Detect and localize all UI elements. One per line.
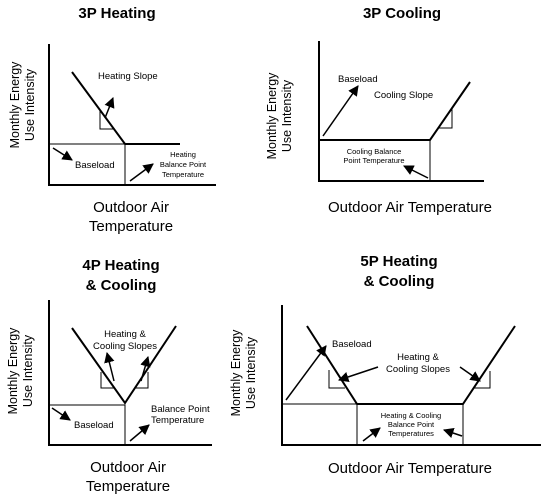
x-axis-label: Outdoor Air Temperature bbox=[328, 460, 492, 477]
baseload-box bbox=[318, 140, 431, 182]
heating-slope-label: Heating Slope bbox=[98, 71, 158, 82]
cooling-slope-triangle bbox=[135, 372, 149, 389]
panel-3p-heating: 3P Heating Monthly Energy Use Intensity … bbox=[8, 5, 216, 235]
slope-triangle bbox=[99, 111, 114, 130]
x-axis-label-line2: Temperature bbox=[89, 218, 173, 235]
y-axis-label-line2: Use Intensity bbox=[244, 336, 258, 409]
heating-slope-arrow bbox=[104, 351, 115, 382]
cooling-slope-triangle bbox=[474, 371, 491, 389]
slopes-label-line1: Heating & bbox=[104, 329, 146, 340]
x-axis-label-line2: Temperature bbox=[86, 478, 170, 495]
heating-slope-triangle bbox=[100, 372, 115, 389]
heating-balance-arrow bbox=[362, 427, 381, 442]
slope-arrow bbox=[104, 97, 115, 119]
y-axis-label-line1: Monthly Energy bbox=[229, 329, 243, 417]
balance-label-line1: Heating & Cooling bbox=[381, 411, 441, 420]
cooling-slope-arrow bbox=[140, 355, 151, 382]
panel-title-line2: & Cooling bbox=[86, 277, 157, 294]
balance-label-line2: Balance Point bbox=[388, 420, 435, 429]
balance-label-line2: Balance Point bbox=[160, 160, 207, 169]
x-axis-label-line1: Outdoor Air bbox=[90, 459, 166, 476]
baseload-arrow bbox=[285, 345, 327, 401]
balance-point-arrow bbox=[129, 424, 150, 442]
balance-label-line1: Cooling Balance bbox=[347, 147, 402, 156]
y-axis-label-line1: Monthly Energy bbox=[8, 61, 22, 149]
baseload-box bbox=[282, 403, 358, 445]
panel-title-line1: 5P Heating bbox=[360, 253, 437, 270]
slopes-label-line2: Cooling Slopes bbox=[93, 341, 157, 352]
heating-slope-triangle bbox=[328, 370, 345, 389]
model-line bbox=[71, 71, 180, 145]
x-axis-label: Outdoor Air Temperature bbox=[328, 199, 492, 216]
x-axis-label-line1: Outdoor Air bbox=[93, 199, 169, 216]
model-line bbox=[306, 325, 516, 405]
y-axis-label-line1: Monthly Energy bbox=[265, 72, 279, 160]
panel-4p-heating-cooling: 4P Heating & Cooling Monthly Energy Use … bbox=[6, 257, 212, 495]
panel-3p-cooling: 3P Cooling Monthly Energy Use Intensity … bbox=[265, 5, 492, 216]
balance-label-line1: Balance Point bbox=[151, 404, 210, 415]
panel-title: 3P Cooling bbox=[363, 5, 441, 22]
heating-slope-arrow bbox=[338, 366, 379, 382]
y-axis-label-line1: Monthly Energy bbox=[6, 327, 20, 415]
y-axis-label-line2: Use Intensity bbox=[23, 68, 37, 141]
baseload-box bbox=[49, 404, 126, 445]
slopes-label-line2: Cooling Slopes bbox=[386, 364, 450, 375]
baseload-box bbox=[49, 143, 126, 185]
cooling-slope-label: Cooling Slope bbox=[374, 90, 433, 101]
panel-title-line2: & Cooling bbox=[364, 273, 435, 290]
y-axis-label-line2: Use Intensity bbox=[280, 79, 294, 152]
baseload-label: Baseload bbox=[332, 339, 372, 350]
baseload-arrow bbox=[52, 147, 73, 161]
balance-label-line2: Temperature bbox=[151, 415, 204, 426]
model-line bbox=[71, 325, 177, 405]
baseload-arrow bbox=[51, 407, 71, 421]
cooling-slope-arrow bbox=[459, 366, 481, 382]
cooling-balance-arrow bbox=[443, 428, 463, 438]
balance-point-arrow bbox=[129, 163, 154, 182]
baseload-arrow bbox=[322, 85, 359, 137]
slopes-label-line1: Heating & bbox=[397, 352, 439, 363]
balance-label-line3: Temperature bbox=[162, 170, 204, 179]
baseload-label: Baseload bbox=[338, 74, 378, 85]
balance-point-arrow bbox=[403, 165, 429, 179]
balance-label-line2: Point Temperature bbox=[343, 156, 404, 165]
baseload-label: Baseload bbox=[75, 160, 115, 171]
baseload-label: Baseload bbox=[74, 420, 114, 431]
balance-label-line1: Heating bbox=[170, 150, 196, 159]
y-axis-label-line2: Use Intensity bbox=[21, 334, 35, 407]
panel-title-line1: 4P Heating bbox=[82, 257, 159, 274]
slope-triangle bbox=[438, 108, 453, 129]
balance-label-line3: Temperatures bbox=[388, 429, 434, 438]
panel-title: 3P Heating bbox=[78, 5, 155, 22]
panel-5p-heating-cooling: 5P Heating & Cooling Monthly Energy Use … bbox=[229, 253, 541, 477]
